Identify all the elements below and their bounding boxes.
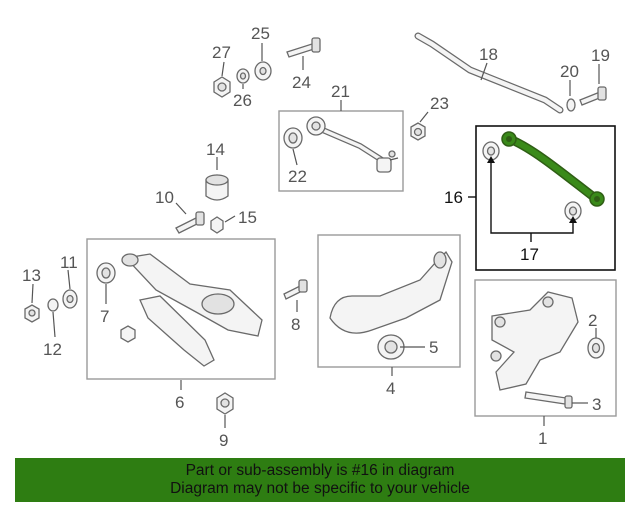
washer-20 [566, 98, 576, 112]
washer-26 [236, 68, 250, 84]
callout-6: 6 [175, 393, 184, 412]
callout-22: 22 [288, 167, 307, 186]
leader-lines-16-17 [468, 156, 577, 242]
stabilizer-link-21 [306, 116, 399, 173]
callout-17: 17 [520, 245, 539, 264]
callout-4: 4 [386, 379, 395, 398]
bolt-19 [579, 86, 607, 106]
callout-14: 14 [206, 140, 225, 159]
nut-9 [216, 392, 234, 415]
bolt-8 [283, 279, 308, 300]
callout-3: 3 [592, 395, 601, 414]
nut-23 [410, 122, 426, 141]
trailing-arm-4 [329, 250, 453, 334]
callout-20: 20 [560, 62, 579, 81]
callout-8: 8 [291, 315, 300, 334]
callout-26: 26 [233, 91, 252, 110]
callout-18: 18 [479, 45, 498, 64]
callout-25: 25 [251, 24, 270, 43]
bolt-3 [524, 391, 573, 409]
mount-14 [205, 174, 229, 201]
callout-16: 16 [444, 188, 463, 207]
callout-15: 15 [238, 208, 257, 227]
callout-10: 10 [155, 188, 174, 207]
bushing-7 [96, 262, 116, 284]
lower-arm-6 [121, 253, 263, 367]
callout-1: 1 [538, 429, 547, 448]
washer-11 [62, 289, 78, 309]
knuckle-1 [490, 291, 579, 391]
upper-control-arm-16-highlighted [501, 131, 605, 207]
callout-27: 27 [212, 43, 231, 62]
banner-line-2: Diagram may not be specific to your vehi… [170, 480, 470, 497]
callout-2: 2 [588, 311, 597, 330]
callout-21: 21 [331, 82, 350, 101]
info-banner: Part or sub-assembly is #16 in diagram D… [15, 458, 625, 502]
leader-lines [31, 43, 600, 428]
washer-12 [47, 298, 59, 312]
bushing-22 [283, 127, 303, 149]
nut-inside-6 [120, 325, 136, 343]
callout-7: 7 [100, 307, 109, 326]
nut-15 [210, 216, 224, 234]
callout-13: 13 [22, 266, 41, 285]
callout-23: 23 [430, 94, 449, 113]
callout-12: 12 [43, 340, 62, 359]
callout-19: 19 [591, 46, 610, 65]
callout-5: 5 [429, 338, 438, 357]
bushing-17-lower [564, 201, 582, 221]
callout-24: 24 [292, 73, 311, 92]
washer-25 [254, 61, 272, 81]
nut-27 [213, 76, 231, 98]
banner-line-1: Part or sub-assembly is #16 in diagram [185, 462, 455, 479]
bolt-24 [286, 37, 321, 58]
callout-9: 9 [219, 431, 228, 450]
group-box-21 [278, 110, 404, 192]
bushing-2 [587, 337, 605, 359]
callout-11: 11 [60, 253, 78, 272]
bolt-10 [175, 211, 205, 234]
nut-13 [24, 304, 40, 323]
